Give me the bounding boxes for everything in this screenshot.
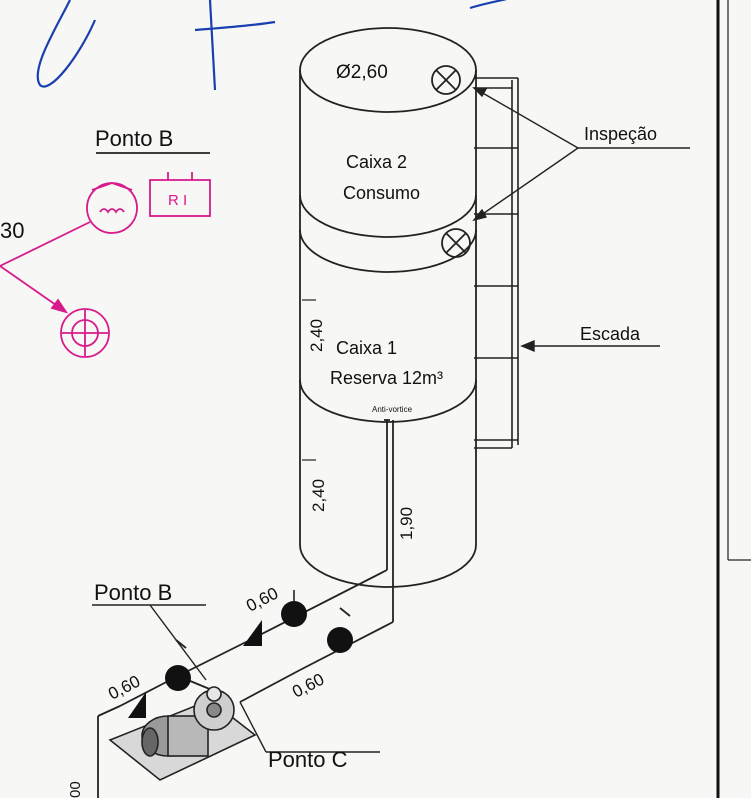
height-upper-label: 2,40 — [307, 319, 326, 352]
ladder-leader — [520, 339, 660, 353]
ri-box-label: R I — [168, 192, 187, 209]
inspection-leader — [472, 87, 690, 222]
pump-symbol-icon — [86, 182, 138, 234]
ponto-b-bottom-label: Ponto B — [94, 580, 172, 605]
lower-tank-name: Caixa 1 — [336, 338, 397, 358]
ladder-label: Escada — [580, 324, 641, 344]
pipe-dim-left: 0,60 — [105, 672, 143, 704]
tank-divider-1 — [299, 194, 477, 238]
height-dimension — [302, 299, 316, 461]
valve-icon — [165, 665, 191, 691]
handwriting-scribble — [36, 0, 508, 91]
tank-divider-2 — [299, 229, 477, 273]
ponto-c-leader — [239, 701, 380, 753]
ladder — [474, 77, 519, 449]
check-valve-icon — [128, 692, 146, 718]
ponto-b-top-label: Ponto B — [95, 126, 173, 151]
ponto-b-leader — [92, 604, 207, 681]
edge-number-bottom: 00 — [67, 781, 84, 798]
pipe-dim-lower: 0,60 — [289, 670, 327, 702]
inspection-label: Inspeção — [584, 124, 657, 144]
ri-box — [149, 172, 211, 217]
target-icon — [60, 308, 110, 358]
tank-diameter-label: Ø2,60 — [336, 62, 388, 83]
inspection-hatch-icon — [441, 228, 471, 258]
suction-pipe — [384, 419, 394, 622]
check-valve-icon — [243, 620, 262, 646]
pipe-dim-upper: 0,60 — [243, 584, 281, 616]
piping — [97, 569, 394, 798]
upper-tank-sub: Consumo — [343, 183, 420, 203]
valve-icon — [281, 590, 307, 627]
valve-icon — [327, 627, 353, 653]
tank-divider-3 — [299, 379, 477, 423]
upper-tank-name: Caixa 2 — [346, 152, 407, 172]
pipe-height-label: 1,90 — [397, 507, 416, 540]
tank-cylinder — [299, 27, 477, 588]
tank-bottom-arc — [299, 544, 477, 588]
inspection-hatch-icon — [431, 65, 461, 95]
lower-tank-sub: Reserva 12m³ — [330, 368, 443, 388]
anti-vortex-label: Anti-vortice — [372, 405, 413, 414]
magenta-annotation — [0, 152, 210, 314]
edge-number-top: 30 — [0, 218, 24, 243]
tank-top-ellipse — [299, 27, 477, 113]
pump-motor-icon — [108, 686, 257, 781]
height-lower-label: 2,40 — [309, 479, 328, 512]
ponto-c-label: Ponto C — [268, 747, 348, 772]
